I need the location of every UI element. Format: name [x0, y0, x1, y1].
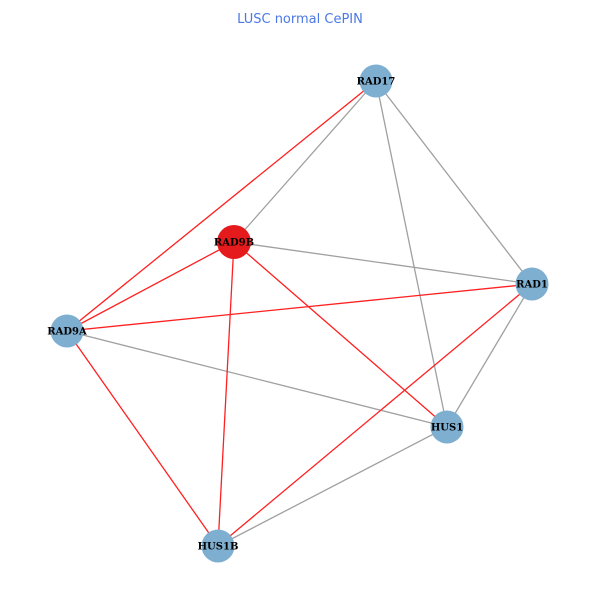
- edge-rad9a-rad1: [66, 283, 533, 332]
- edge-rad17-rad1: [375, 80, 533, 285]
- node-rad1[interactable]: RAD1: [515, 267, 549, 301]
- edge-rad17-hus1: [375, 80, 448, 428]
- node-circle: [359, 64, 393, 98]
- node-label: HUS1B: [198, 542, 239, 553]
- node-hus1b[interactable]: HUS1B: [198, 529, 239, 563]
- figure-title: LUSC normal CePIN: [237, 12, 363, 27]
- node-hus1[interactable]: HUS1: [430, 410, 464, 444]
- node-circle: [217, 225, 251, 259]
- node-rad9b[interactable]: RAD9B: [214, 225, 254, 259]
- node-circle: [430, 410, 464, 444]
- node-label: RAD17: [357, 77, 396, 88]
- node-rad9a[interactable]: RAD9A: [47, 314, 87, 348]
- edge-rad17-rad9b: [233, 80, 377, 243]
- edge-rad9b-hus1: [233, 241, 448, 428]
- node-rad17[interactable]: RAD17: [357, 64, 396, 98]
- edge-hus1-hus1b: [217, 426, 448, 547]
- edge-rad9b-hus1b: [217, 241, 235, 547]
- edges-layer: [66, 80, 533, 547]
- node-label: RAD9A: [47, 327, 87, 338]
- node-label: HUS1: [431, 423, 463, 434]
- edge-rad9b-rad1: [233, 241, 533, 285]
- edge-rad9a-hus1b: [66, 330, 219, 547]
- edge-rad9a-hus1: [66, 330, 448, 428]
- node-circle: [201, 529, 235, 563]
- edge-rad9b-rad9a: [66, 241, 235, 332]
- edge-rad17-rad9a: [66, 80, 377, 332]
- node-label: RAD9B: [214, 238, 254, 249]
- node-circle: [515, 267, 549, 301]
- node-circle: [50, 314, 84, 348]
- edge-rad1-hus1: [446, 283, 533, 428]
- edge-rad1-hus1b: [217, 283, 533, 547]
- node-label: RAD1: [516, 280, 548, 291]
